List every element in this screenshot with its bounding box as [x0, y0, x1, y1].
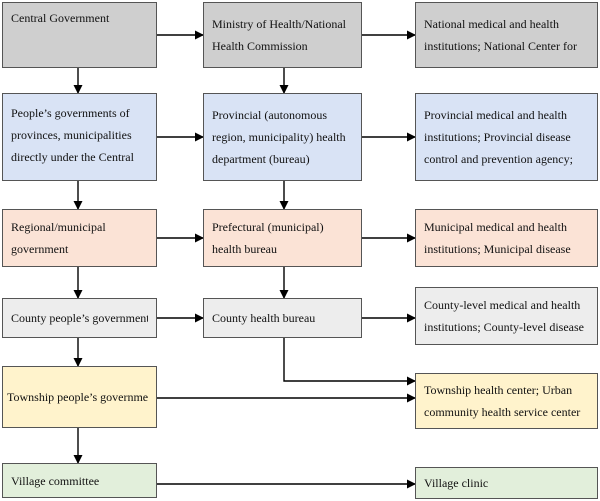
central-government-label: Central Government — [11, 11, 110, 25]
county-government-label: County people’s government — [11, 311, 148, 325]
provincial-institutions-line-1: Provincial medical and health — [424, 108, 567, 122]
village-clinic-box: Village clinic — [415, 467, 598, 499]
national-institutions-box: National medical and health institutions… — [415, 2, 598, 68]
municipal-institutions-line-2: institutions; Municipal disease — [424, 242, 571, 256]
provincial-institutions-line-2: institutions; Provincial disease — [424, 130, 571, 144]
county-institutions-line-2: institutions; County-level disease — [424, 320, 584, 334]
provincial-government-line-3: directly under the Central — [11, 150, 134, 164]
county-institutions-box: County-level medical and health institut… — [415, 287, 598, 345]
ministry-line-1: Ministry of Health/National — [212, 17, 346, 31]
township-health-center-line-1: Township health center; Urban — [424, 383, 573, 397]
county-health-bureau-label: County health bureau — [212, 311, 316, 325]
county-health-bureau-box: County health bureau — [203, 298, 362, 338]
municipal-institutions-line-1: Municipal medical and health — [424, 220, 567, 234]
prefectural-line-2: health bureau — [212, 242, 277, 256]
ministry-of-health-box: Ministry of Health/National Health Commi… — [203, 2, 362, 68]
township-government-label: Township people’s government — [7, 390, 148, 404]
municipal-institutions-box: Municipal medical and health institution… — [415, 209, 598, 267]
prefectural-health-bureau-box: Prefectural (municipal) health bureau — [203, 209, 362, 267]
provincial-institutions-box: Provincial medical and health institutio… — [415, 93, 598, 181]
provincial-dept-line-1: Provincial (autonomous — [212, 108, 327, 122]
township-health-center-line-2: community health service center — [424, 405, 581, 419]
arrow-county-bureau-to-township-center — [283, 338, 416, 386]
provincial-dept-line-2: region, municipality) health — [212, 130, 346, 144]
county-institutions-line-1: County-level medical and health — [424, 298, 581, 312]
provincial-dept-line-3: department (bureau) — [212, 152, 310, 166]
township-health-center-box: Township health center; Urban community … — [415, 373, 598, 429]
provincial-government-line-1: People’s governments of — [11, 106, 130, 120]
prefectural-line-1: Prefectural (municipal) — [212, 220, 324, 234]
provincial-institutions-line-3: control and prevention agency; — [424, 152, 573, 166]
village-committee-box: Village committee — [2, 463, 157, 498]
county-government-box: County people’s government — [2, 298, 157, 338]
township-government-box: Township people’s government — [2, 366, 157, 428]
village-committee-label: Village committee — [11, 473, 100, 488]
national-institutions-line-2: institutions; National Center for — [424, 39, 577, 53]
provincial-government-line-2: provinces, municipalities — [11, 128, 132, 142]
provincial-government-box: People’s governments of provinces, munic… — [2, 93, 157, 181]
village-clinic-label: Village clinic — [424, 476, 489, 490]
national-institutions-line-1: National medical and health — [424, 17, 559, 31]
municipal-government-line-2: government — [11, 242, 69, 256]
municipal-government-box: Regional/municipal government — [2, 209, 157, 267]
ministry-line-2: Health Commission — [212, 39, 308, 53]
central-government-box: Central Government — [2, 2, 157, 68]
municipal-government-line-1: Regional/municipal — [11, 220, 106, 234]
provincial-health-department-box: Provincial (autonomous region, municipal… — [203, 93, 362, 181]
